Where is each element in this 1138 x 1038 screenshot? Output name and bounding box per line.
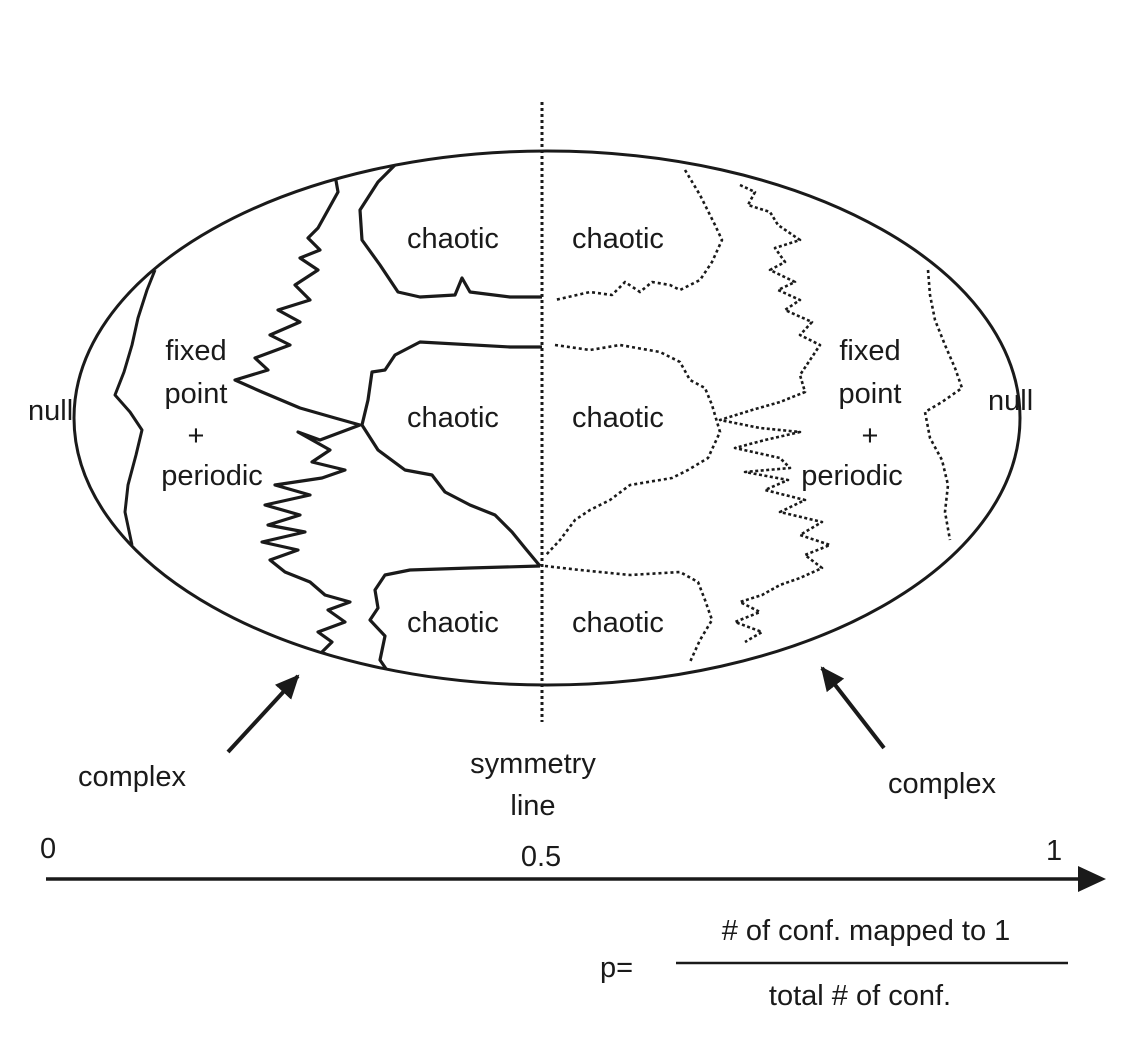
right-chaotic-bottom-edge	[544, 564, 714, 663]
label-left-fixed-line2: point	[165, 378, 228, 410]
label-left-fixed-line1: fixed	[165, 335, 226, 367]
label-right-null: null	[988, 385, 1033, 417]
label-right-fixed-line2: point	[839, 378, 902, 410]
label-symmetry-line2: line	[510, 790, 555, 822]
label-complex-left: complex	[78, 761, 186, 793]
formula-lhs: p=	[600, 952, 633, 984]
label-right-chaotic-middle: chaotic	[572, 402, 664, 434]
left-chaotic-middle-edge	[360, 340, 542, 568]
axis-tick-1: 1	[1046, 835, 1062, 867]
label-left-chaotic-top: chaotic	[407, 223, 499, 255]
left-chaotic-bottom-edge	[368, 564, 541, 683]
rule-space-ellipse	[72, 149, 1022, 687]
left-chaotic-top-edge	[358, 163, 542, 299]
label-right-fixed-line1: fixed	[839, 335, 900, 367]
right-null-boundary	[923, 269, 964, 541]
label-complex-right: complex	[888, 768, 996, 800]
label-left-fixed-line3: +	[188, 420, 205, 452]
p-axis-arrowhead	[1078, 866, 1106, 892]
label-left-chaotic-bottom: chaotic	[407, 607, 499, 639]
axis-tick-0: 0	[40, 833, 56, 865]
right-complex-boundary	[718, 183, 832, 644]
label-symmetry-line1: symmetry	[470, 748, 596, 780]
label-left-fixed-line4: periodic	[161, 460, 263, 492]
complex-right-arrow	[820, 666, 886, 750]
right-chaotic-top-edge	[554, 169, 724, 302]
left-null-boundary	[113, 269, 157, 546]
label-right-fixed-line3: +	[862, 420, 879, 452]
left-complex-boundary	[233, 174, 362, 664]
label-left-chaotic-middle: chaotic	[407, 402, 499, 434]
label-right-chaotic-top: chaotic	[572, 223, 664, 255]
formula-denominator: total # of conf.	[769, 980, 951, 1012]
right-chaotic-middle-edge	[544, 343, 722, 557]
label-right-fixed-line4: periodic	[801, 460, 903, 492]
axis-tick-mid: 0.5	[521, 841, 561, 873]
complex-left-arrow	[226, 674, 300, 754]
label-right-chaotic-bottom: chaotic	[572, 607, 664, 639]
formula-numerator: # of conf. mapped to 1	[722, 915, 1011, 947]
label-left-null: null	[28, 395, 73, 427]
